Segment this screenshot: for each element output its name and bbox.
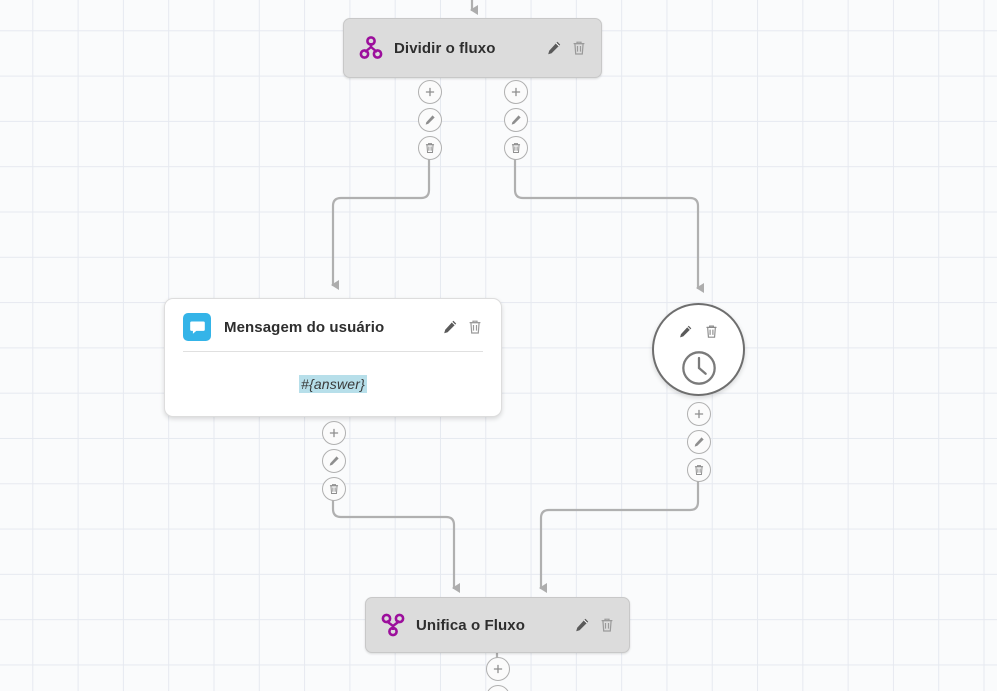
node-mensagem-do-usuario[interactable]: Mensagem do usuário xyxy=(164,298,502,417)
node-unifica-o-fluxo[interactable]: Unifica o Fluxo xyxy=(365,597,630,653)
pencil-icon[interactable] xyxy=(574,617,590,633)
plus-icon[interactable] xyxy=(322,421,346,445)
trash-icon[interactable] xyxy=(418,136,442,160)
trash-icon[interactable] xyxy=(599,617,615,633)
pencil-icon[interactable] xyxy=(504,108,528,132)
node-title: Dividir o fluxo xyxy=(394,39,496,57)
pencil-icon[interactable] xyxy=(546,40,562,56)
connector-split-out-right[interactable] xyxy=(504,80,528,160)
node-delay-timer[interactable] xyxy=(652,303,745,396)
card-divider xyxy=(183,351,483,352)
edge-timer-to-merge xyxy=(539,475,700,593)
card-body: #{answer} xyxy=(165,352,501,416)
answer-variable-token: #{answer} xyxy=(298,375,368,393)
edge-split-to-timer xyxy=(513,153,704,293)
node-actions xyxy=(552,617,615,633)
split-flow-icon xyxy=(358,35,384,61)
trash-icon[interactable] xyxy=(687,458,711,482)
plus-icon[interactable] xyxy=(486,657,510,681)
chat-bubble-icon xyxy=(183,313,211,341)
pencil-icon[interactable] xyxy=(418,108,442,132)
merge-flow-icon xyxy=(380,612,406,638)
trash-icon[interactable] xyxy=(467,319,483,335)
pencil-icon[interactable] xyxy=(442,319,458,335)
node-actions xyxy=(654,323,743,339)
node-title: Mensagem do usuário xyxy=(224,318,385,336)
clock-icon xyxy=(680,349,718,392)
trash-icon[interactable] xyxy=(504,136,528,160)
pencil-icon[interactable] xyxy=(322,449,346,473)
pencil-icon[interactable] xyxy=(678,323,694,339)
plus-icon[interactable] xyxy=(504,80,528,104)
node-dividir-o-fluxo[interactable]: Dividir o fluxo xyxy=(343,18,602,78)
plus-icon[interactable] xyxy=(418,80,442,104)
trash-icon[interactable] xyxy=(571,40,587,56)
connector-message-out[interactable] xyxy=(322,421,346,501)
node-actions xyxy=(420,319,483,335)
connector-timer-out[interactable] xyxy=(687,402,711,482)
trash-icon[interactable] xyxy=(704,323,720,339)
node-title: Unifica o Fluxo xyxy=(416,616,526,634)
node-actions xyxy=(524,40,587,56)
connector-merge-out[interactable] xyxy=(486,657,510,691)
trash-icon[interactable] xyxy=(322,477,346,501)
pencil-icon[interactable] xyxy=(687,430,711,454)
pencil-icon[interactable] xyxy=(486,685,510,691)
connector-split-out-left[interactable] xyxy=(418,80,442,160)
edge-split-to-message xyxy=(331,153,431,290)
plus-icon[interactable] xyxy=(687,402,711,426)
edge-message-to-merge xyxy=(331,494,460,593)
